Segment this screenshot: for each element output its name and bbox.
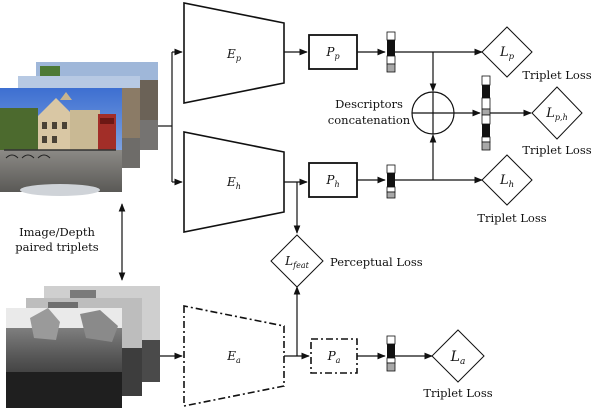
triplet-loss-label-lph: Triplet Loss: [522, 143, 591, 157]
loss-lph-symbol: L: [545, 106, 555, 121]
encoder-hybrid-subscript: h: [236, 182, 241, 191]
loss-lfeat-symbol: L: [284, 254, 293, 268]
encoder-photo-symbol: E: [226, 47, 236, 61]
depth-image-front: [6, 308, 122, 408]
encoder-hybrid-symbol: E: [226, 175, 236, 189]
loss-lp-symbol: L: [499, 45, 509, 60]
loss-la: La: [432, 330, 484, 382]
triplet-loss-label-lh: Triplet Loss: [477, 211, 546, 225]
rgb-image-stack: [0, 62, 158, 196]
pairs-label-line1: Image/Depth: [19, 225, 95, 239]
loss-lh: Lh: [482, 155, 532, 205]
loss-la-subscript: a: [460, 357, 465, 367]
descriptors-label-line1: Descriptors: [335, 97, 403, 111]
loss-la-symbol: L: [450, 349, 460, 365]
projection-hybrid: Ph: [309, 163, 357, 197]
loss-lh-symbol: L: [499, 173, 509, 188]
projection-photo: Pp: [309, 35, 357, 69]
loss-lph-subscript: p,h: [555, 113, 568, 122]
descriptor-photo: [387, 32, 395, 72]
descriptors-label-line2: concatenation: [328, 113, 411, 127]
descriptor-concatenated: [482, 76, 490, 150]
encoder-photo: Ep: [184, 3, 284, 103]
encoder-depth-subscript: a: [236, 356, 241, 365]
descriptor-hybrid: [387, 165, 395, 198]
projection-depth-subscript: a: [336, 356, 341, 365]
encoder-depth-symbol: E: [226, 349, 236, 363]
projection-photo-subscript: p: [334, 52, 339, 61]
projection-depth: Pa: [311, 339, 357, 373]
encoder-depth: Ea: [184, 306, 284, 406]
perceptual-loss-label: Perceptual Loss: [330, 255, 423, 269]
depth-image-stack: [6, 286, 160, 408]
encoder-hybrid: Eh: [184, 132, 284, 232]
loss-lph: Lp,h: [532, 87, 582, 139]
concat-operator: [412, 92, 454, 134]
rgb-image-front: [0, 88, 122, 196]
loss-lh-subscript: h: [509, 180, 514, 190]
pairs-label-line2: paired triplets: [15, 240, 98, 254]
loss-lfeat-subscript: feat: [292, 261, 309, 270]
loss-lp-subscript: p: [509, 52, 515, 62]
rgb-split-connector: [158, 52, 182, 182]
projection-hybrid-subscript: h: [334, 180, 339, 189]
triplet-loss-label-lp: Triplet Loss: [522, 68, 591, 82]
descriptor-depth: [387, 336, 395, 371]
loss-lfeat: Lfeat: [271, 235, 323, 287]
triplet-loss-label-la: Triplet Loss: [423, 386, 492, 400]
encoder-photo-subscript: p: [236, 54, 241, 63]
